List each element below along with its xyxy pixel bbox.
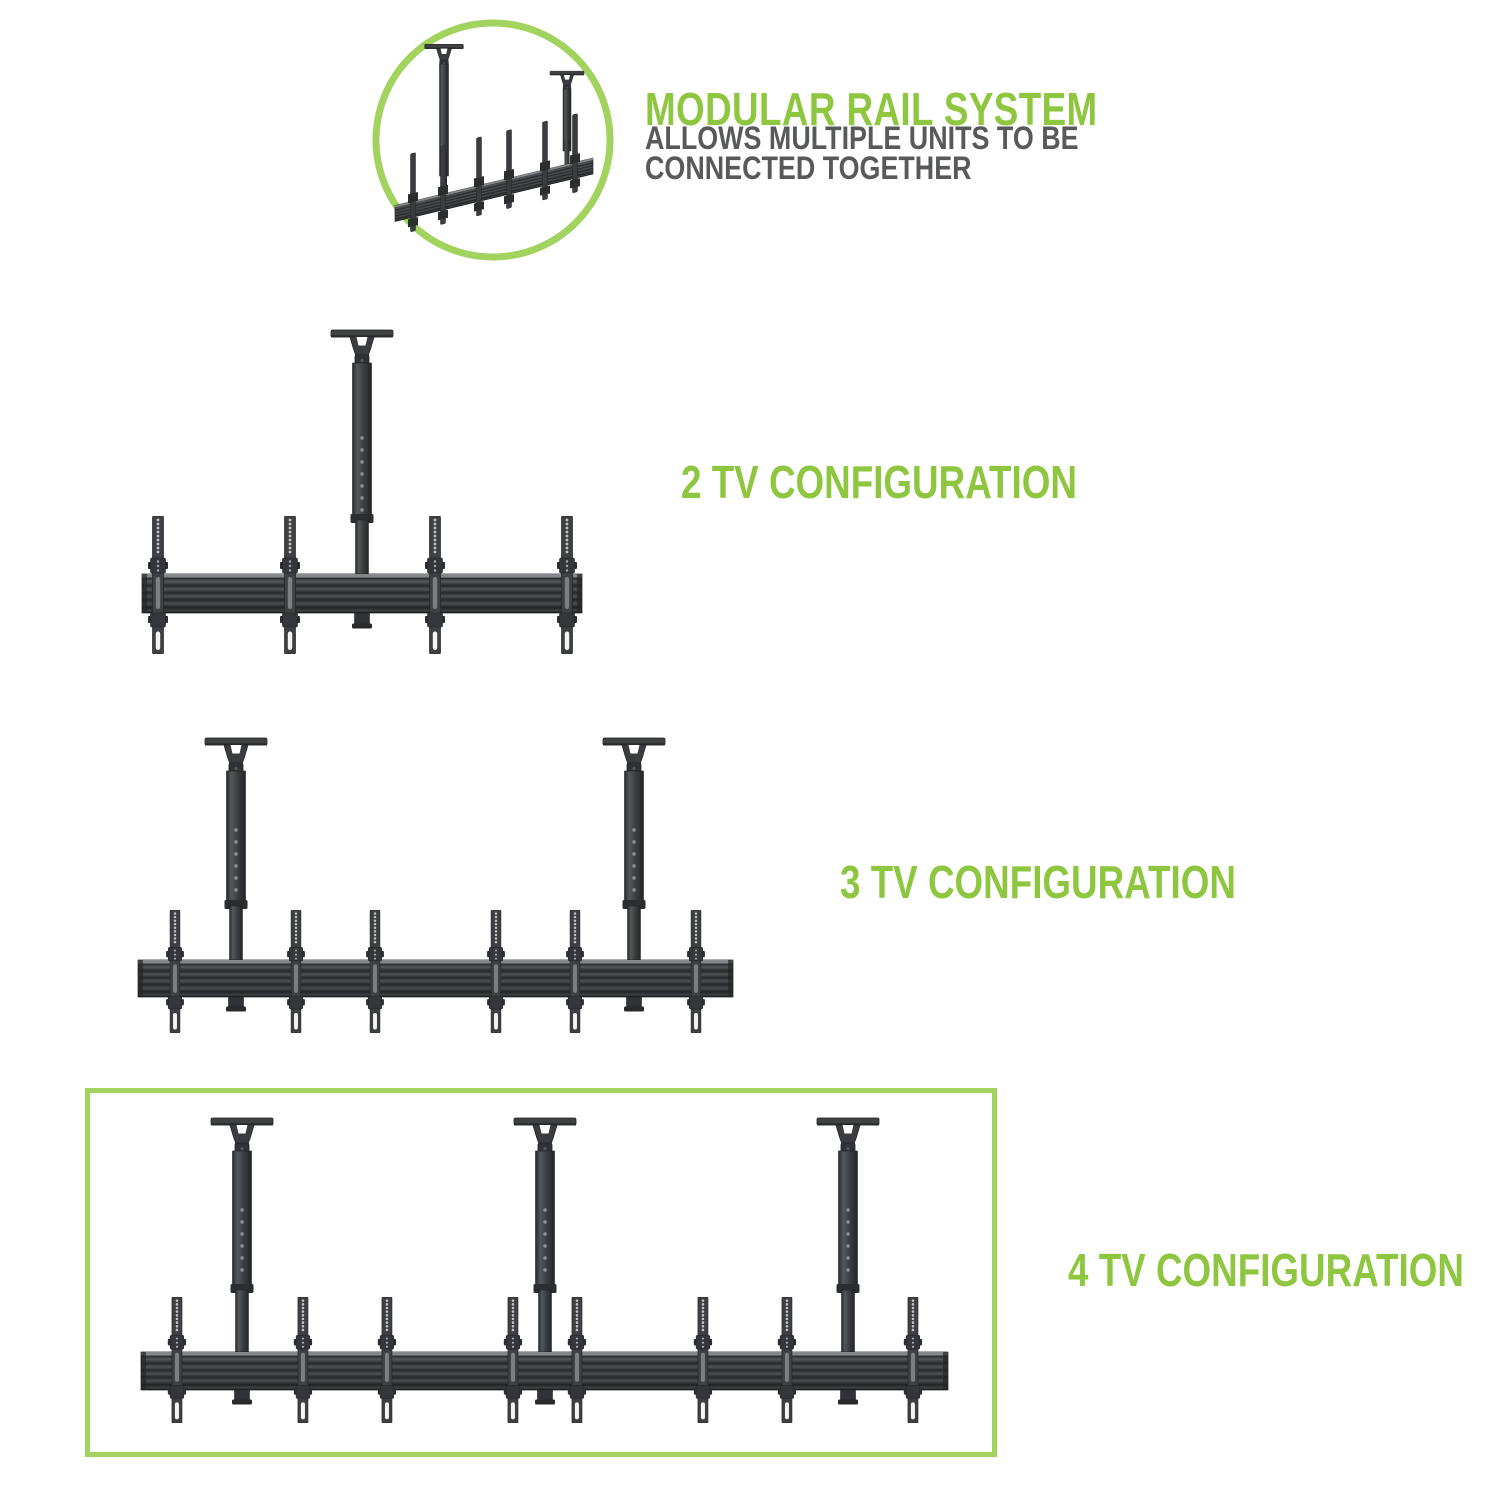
pole-clamp-tab — [626, 996, 642, 1008]
pole-lower — [355, 519, 369, 576]
pole-upper — [226, 770, 246, 907]
ceiling-plate — [204, 737, 268, 775]
pole-holes — [240, 1208, 850, 1272]
config2-label: 2 TV CONFIGURATION — [681, 456, 1077, 508]
page-title: MODULAR RAIL SYSTEM — [645, 83, 1098, 135]
pole-lower — [229, 905, 243, 962]
pole-lower — [841, 1289, 855, 1354]
ceiling-plate — [330, 329, 394, 367]
rail-endcap — [141, 1352, 146, 1390]
inset-pole-inner — [564, 140, 570, 165]
pole-lower — [538, 1289, 552, 1354]
inset-rail-highlight — [395, 157, 593, 208]
pole-clamp-foot — [535, 1399, 555, 1405]
ceiling-plate — [513, 1117, 577, 1155]
rail-endcap — [728, 960, 733, 997]
config3-label: 3 TV CONFIGURATION — [840, 856, 1236, 908]
rail — [137, 959, 734, 998]
inset-skewed-rail — [394, 113, 594, 232]
config3-mount — [137, 737, 734, 1033]
pole-lower — [235, 1289, 249, 1354]
pole-clamp-foot — [232, 1399, 252, 1405]
page-subtitle: ALLOWS MULTIPLE UNITS TO BE CONNECTED TO… — [645, 120, 1079, 186]
pole-clamp-tab — [234, 1389, 250, 1401]
pole-holes — [360, 436, 364, 512]
inset-ceiling-plate — [549, 70, 585, 92]
config2-mount — [141, 329, 583, 654]
pole-clamp-foot — [352, 623, 372, 629]
config4-label: 4 TV CONFIGURATION — [1068, 1244, 1464, 1296]
inset-rail-illustration — [394, 43, 594, 232]
ceiling-plate — [602, 737, 666, 775]
config4-highlight-box — [85, 1088, 997, 1457]
pole-clamp-foot — [838, 1399, 858, 1405]
rail-highlight — [138, 960, 733, 964]
inset-ceiling-plate — [424, 43, 464, 68]
rail-highlight — [142, 574, 582, 578]
pole-lower — [627, 905, 641, 962]
inset-rail — [394, 157, 594, 222]
rail-highlight — [141, 1352, 948, 1356]
inset-circle-group — [372, 19, 614, 261]
rail-endcap — [943, 1352, 948, 1390]
rail — [141, 573, 583, 614]
ceiling-plate — [210, 1117, 274, 1155]
rail-endcap — [142, 574, 147, 613]
rail-endcap — [138, 960, 143, 997]
pole-clamp-tab — [228, 996, 244, 1008]
config4-mount — [140, 1117, 949, 1423]
rail — [140, 1351, 949, 1391]
inset-brackets — [408, 113, 580, 232]
pole-clamp-foot — [624, 1006, 644, 1012]
subtitle-line-2: CONNECTED TOGETHER — [645, 150, 972, 186]
inset-circle-outline — [372, 19, 614, 261]
rail-endcap — [577, 574, 582, 613]
pole-clamp-tab — [537, 1389, 553, 1401]
pole-upper — [624, 770, 644, 907]
pole-clamp-tab — [840, 1389, 856, 1401]
pole-clamp-foot — [226, 1006, 246, 1012]
pole-holes — [234, 828, 636, 892]
ceiling-plate — [816, 1117, 880, 1155]
pole-clamp-tab — [354, 612, 370, 625]
subtitle-line-1: ALLOWS MULTIPLE UNITS TO BE — [645, 120, 1079, 156]
